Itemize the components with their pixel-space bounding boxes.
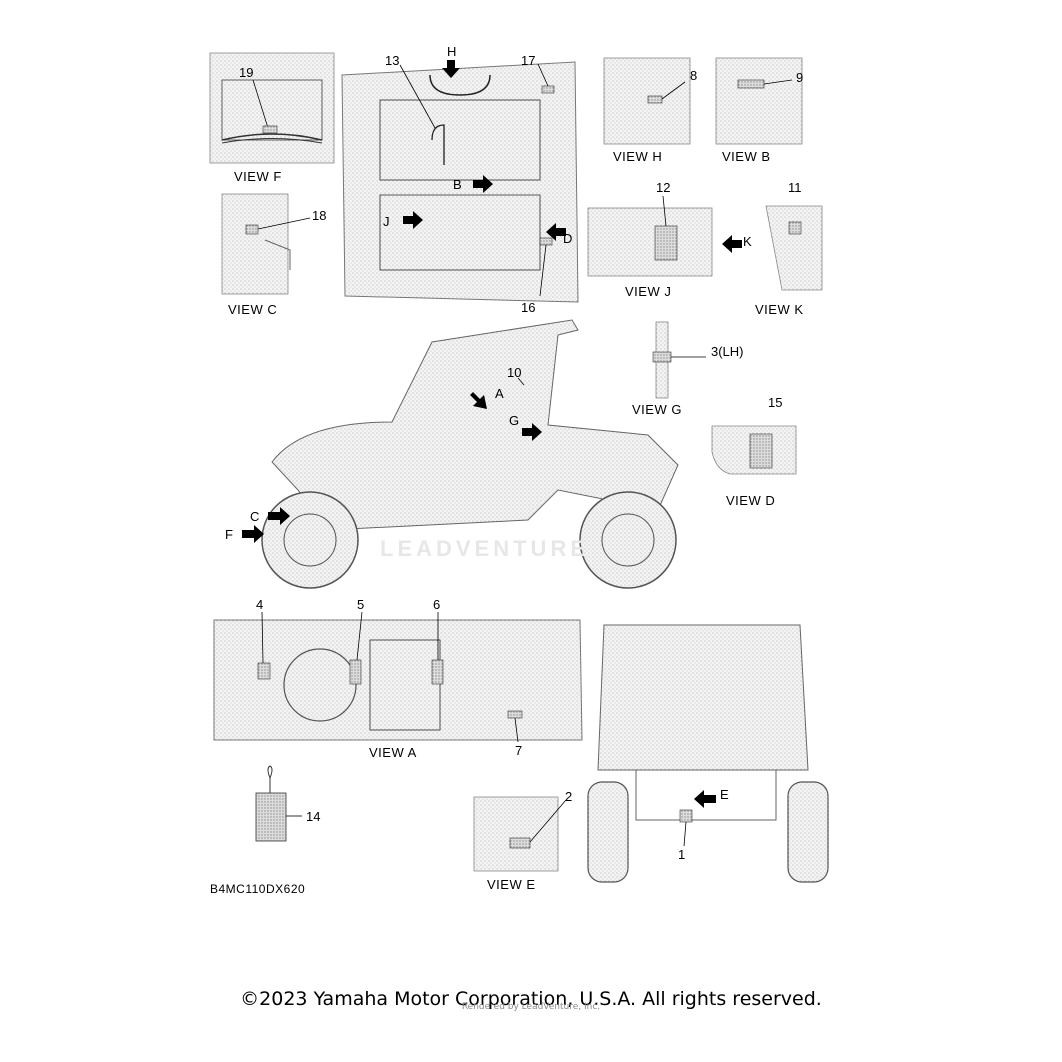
callout-16: 16 [521,300,536,315]
view-j-inset [587,195,742,277]
watermark: LEADVENTURE [380,536,590,561]
view-c-label: VIEW C [228,302,278,317]
callout-8: 8 [690,68,698,83]
view-f-label: VIEW F [234,169,282,184]
callout-11: 11 [788,180,802,195]
callout-18: 18 [312,208,327,223]
callout-7: 7 [515,743,523,758]
view-c-inset [221,193,311,295]
arrow-letter-a: A [495,386,504,401]
view-b-label: VIEW B [722,149,771,164]
arrow-letter-b: B [453,177,462,192]
arrow-letter-j: J [383,214,390,229]
copyright-notice: ©2023 Yamaha Motor Corporation, U.S.A. A… [240,988,822,1010]
callout-2: 2 [565,789,573,804]
view-e-label: VIEW E [487,877,536,892]
view-j-label: VIEW J [625,284,672,299]
view-e-inset [473,796,567,872]
callout-5: 5 [357,597,365,612]
view-d-inset [711,425,797,475]
rear-view-vehicle [587,624,829,883]
top-view [341,60,579,303]
callout-9: 9 [796,70,804,85]
rendered-by-note: Rendered by LeadVenture, Inc. [461,1002,601,1012]
view-h-label: VIEW H [613,149,663,164]
callout-6: 6 [433,597,441,612]
callout-14: 14 [306,809,321,824]
view-a-dashboard [213,611,583,743]
view-k-label: VIEW K [755,302,804,317]
side-view-vehicle [242,319,679,589]
view-f-inset [209,52,335,164]
diagram-code: B4MC110DX620 [210,882,306,896]
callout-4: 4 [256,597,264,612]
callout-1: 1 [678,847,686,862]
arrow-letter-e: E [720,787,729,802]
view-g-inset [652,321,706,399]
view-k-inset [765,205,823,291]
arrow-letter-g: G [509,413,520,428]
callout-13: 13 [385,53,400,68]
callout-10: 10 [507,365,522,380]
view-g-label: VIEW G [632,402,682,417]
view-a-label: VIEW A [369,745,417,760]
callout-17: 17 [521,53,536,68]
view-h-inset [603,57,691,145]
callout-3-lh: 3(LH) [711,344,744,359]
arrow-letter-c: C [250,509,260,524]
arrow-letter-d: D [563,231,573,246]
callout-15: 15 [768,395,783,410]
arrow-letter-h: H [447,44,457,59]
hang-tag [255,765,302,842]
view-d-label: VIEW D [726,493,776,508]
arrow-letter-k: K [743,234,752,249]
callout-12: 12 [656,180,671,195]
view-b-inset [715,57,803,145]
callout-19: 19 [239,65,254,80]
arrow-letter-f: F [225,527,233,542]
